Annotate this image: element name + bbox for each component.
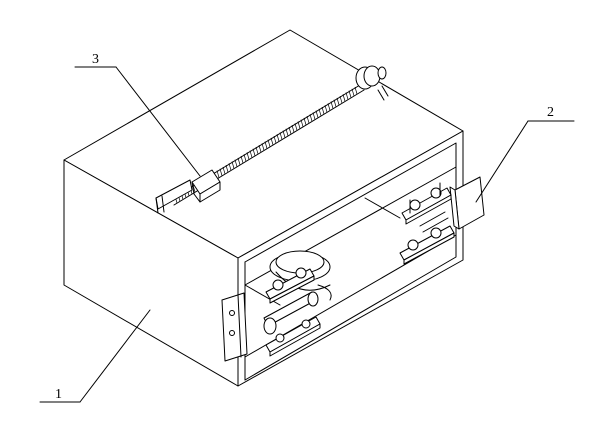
left-clamp — [221, 250, 332, 362]
thread-tick — [324, 105, 328, 113]
thread-tick — [315, 110, 319, 118]
thread-tick — [264, 141, 268, 149]
thread-tick — [234, 159, 238, 167]
thread-tick — [348, 90, 352, 98]
thread-tick — [231, 161, 235, 169]
thread-tick — [354, 86, 358, 95]
thread-tick — [309, 114, 313, 122]
box-body — [63, 29, 464, 387]
thread-tick — [312, 112, 316, 120]
thread-tick — [300, 119, 304, 127]
thread-tick — [192, 185, 196, 193]
thread-tick — [261, 143, 265, 151]
thread-tick — [306, 115, 310, 124]
thread-tick — [216, 170, 220, 178]
thread-tick — [282, 130, 286, 138]
thread-tick — [219, 168, 223, 176]
thread-tick — [279, 132, 283, 140]
thread-tick — [228, 163, 232, 171]
clamp-plate — [399, 176, 485, 265]
thread-tick — [276, 134, 280, 142]
thread-tick — [258, 145, 262, 153]
thread-tick — [345, 92, 349, 100]
thread-tick — [222, 166, 226, 175]
thread-tick — [237, 157, 241, 165]
left-bracket-plate — [221, 292, 248, 362]
thread-tick — [243, 154, 247, 162]
label-clamp: 2 — [547, 105, 554, 120]
leader-lines — [39, 66, 575, 403]
thread-tick — [321, 106, 325, 115]
thread-tick — [285, 128, 289, 136]
thread-tick — [249, 150, 253, 158]
thread-tick — [240, 155, 244, 164]
thread-tick — [270, 137, 274, 145]
thread-tick — [267, 139, 271, 147]
thread-tick — [294, 123, 298, 131]
thread-tick — [303, 117, 307, 125]
thread-tick — [330, 101, 334, 109]
thread-tick — [225, 165, 229, 173]
thread-tick — [327, 103, 331, 111]
thread-tick — [333, 99, 337, 107]
thread-tick — [351, 88, 355, 96]
thread-tick — [246, 152, 250, 160]
thread-tick — [252, 148, 256, 156]
thread-tick — [342, 94, 346, 102]
thread-tick — [288, 126, 292, 135]
thread-tick — [318, 108, 322, 116]
thread-tick — [255, 146, 259, 155]
rod-assembly — [155, 65, 389, 214]
thread-tick — [336, 97, 340, 105]
thread-tick — [291, 125, 295, 133]
label-rod: 3 — [92, 52, 99, 67]
thread-tick — [339, 95, 343, 104]
thread-tick — [273, 135, 277, 144]
label-box: 1 — [55, 387, 62, 402]
thread-tick — [297, 121, 301, 129]
